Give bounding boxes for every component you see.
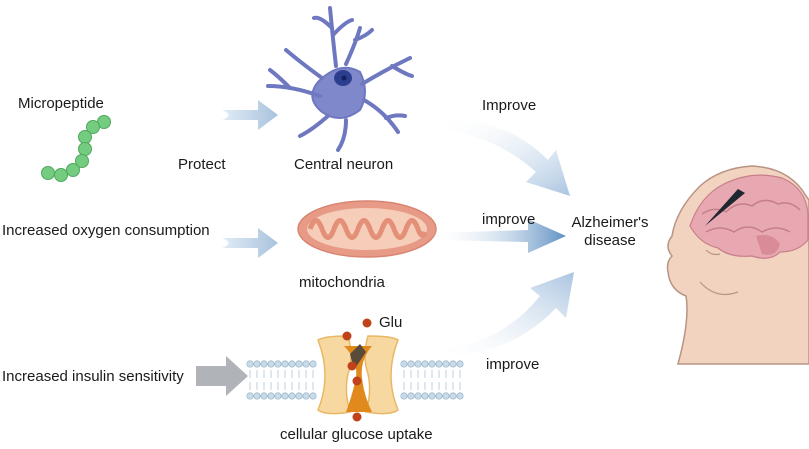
cellular-glucose-label: cellular glucose uptake bbox=[280, 426, 433, 443]
alzheimers-label-line2: disease bbox=[584, 232, 636, 249]
arrow-improve-mid bbox=[430, 219, 566, 253]
improve-bottom-label: improve bbox=[486, 356, 540, 373]
glucose-transporter-icon bbox=[317, 318, 399, 422]
alzheimers-label-line1: Alzheimer's bbox=[571, 214, 649, 231]
mitochondria-label: mitochondria bbox=[299, 274, 385, 291]
arrow-insulin bbox=[196, 356, 248, 396]
increased-insulin-label: Increased insulin sensitivity bbox=[2, 368, 184, 385]
improve-top-label: Improve bbox=[482, 97, 537, 114]
arrow-improve-top bbox=[432, 120, 570, 196]
neuron-icon bbox=[266, 6, 414, 152]
arrow-to-mitochondria bbox=[222, 228, 278, 258]
arrow-improve-bottom bbox=[430, 272, 574, 357]
cell-membrane-icon bbox=[246, 360, 464, 400]
protect-label: Protect bbox=[178, 156, 226, 173]
micropeptide-label: Micropeptide bbox=[18, 95, 104, 112]
increased-oxygen-label: Increased oxygen consumption bbox=[2, 222, 210, 239]
glu-label: Glu bbox=[379, 314, 403, 331]
human-head-brain-icon bbox=[666, 165, 809, 365]
arrow-to-neuron bbox=[222, 100, 278, 130]
peptide-chain-icon bbox=[41, 115, 111, 182]
mitochondrion-icon bbox=[297, 200, 437, 258]
improve-mid-label: improve bbox=[482, 211, 536, 228]
central-neuron-label: Central neuron bbox=[294, 156, 394, 173]
